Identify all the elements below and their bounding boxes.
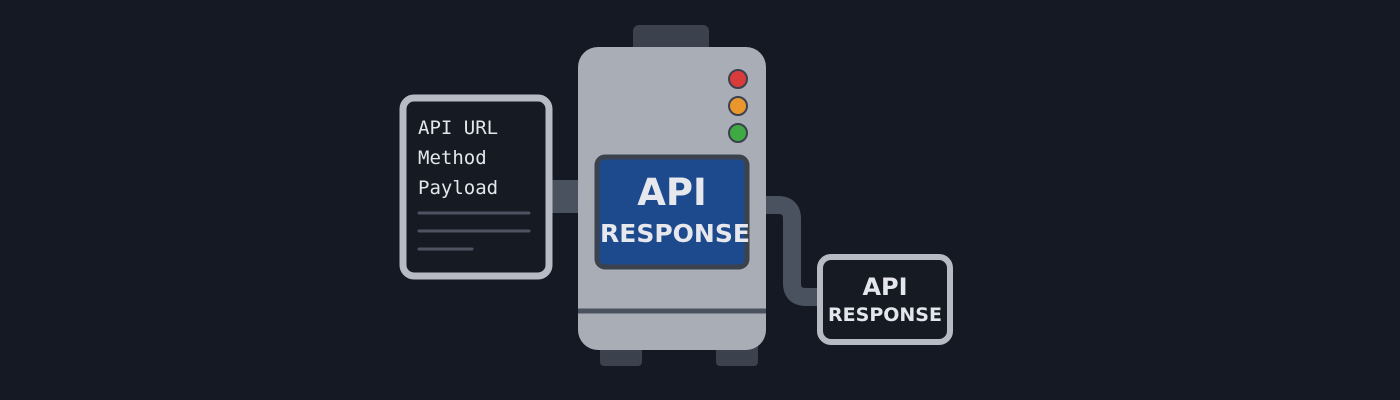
response-pipe [764, 196, 822, 306]
green-light-icon [728, 123, 748, 143]
screen-subtitle: RESPONSE [600, 219, 750, 248]
request-field-method: Method [418, 147, 487, 169]
machine-screen [594, 154, 750, 270]
screen-title: API [637, 171, 707, 214]
request-field-payload: Payload [418, 177, 499, 199]
orange-light-icon [728, 96, 748, 116]
output-title: API [862, 273, 908, 301]
output-subtitle: RESPONSE [828, 304, 942, 326]
request-field-api-url: API URL [418, 117, 499, 139]
red-light-icon [728, 69, 748, 89]
output-card [817, 254, 953, 345]
